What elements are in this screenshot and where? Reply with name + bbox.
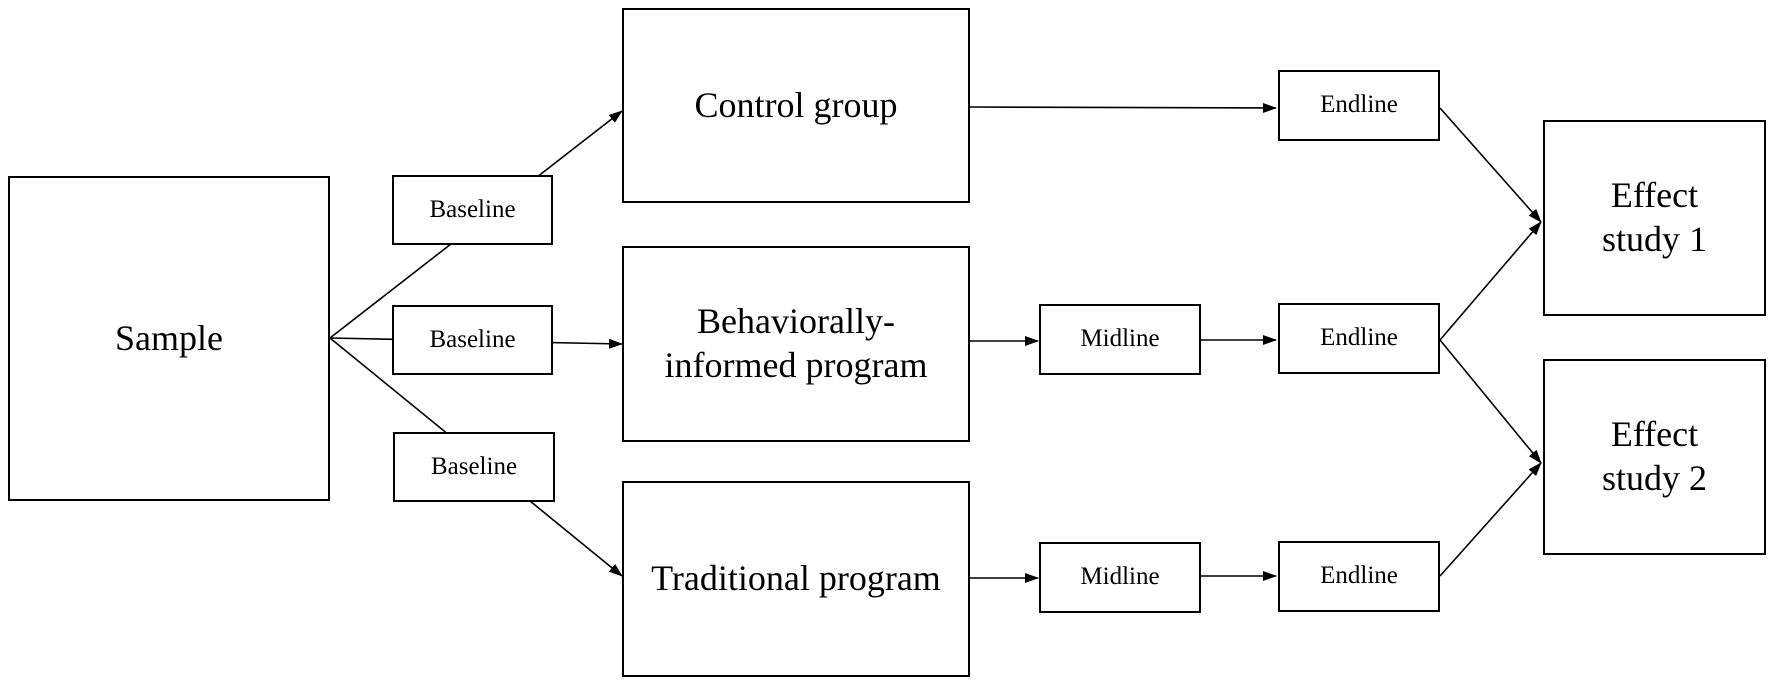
edge-endline-control-to-effect1 <box>1439 107 1542 223</box>
node-endline-control: Endline <box>1278 70 1440 141</box>
node-endline-behavioral: Endline <box>1278 303 1440 374</box>
node-behavioral-program: Behaviorally- informed program <box>622 246 970 442</box>
node-baseline-control: Baseline <box>392 175 553 245</box>
edge-endline-behavioral-to-effect2 <box>1439 339 1542 464</box>
node-effect-study-1: Effect study 1 <box>1543 120 1766 316</box>
node-control-group: Control group <box>622 8 970 203</box>
edge-endline-traditional-to-effect2 <box>1439 462 1542 577</box>
node-baseline-behavioral: Baseline <box>392 305 553 375</box>
edge-control-to-endline <box>969 102 1277 113</box>
node-midline-behavioral: Midline <box>1039 304 1201 375</box>
edge-endline-behavioral-to-effect1 <box>1439 221 1542 341</box>
node-traditional-program: Traditional program <box>622 481 970 677</box>
node-endline-traditional: Endline <box>1278 541 1440 612</box>
node-effect-study-2: Effect study 2 <box>1543 359 1766 555</box>
node-sample: Sample <box>8 176 330 501</box>
node-midline-traditional: Midline <box>1039 542 1201 613</box>
node-baseline-traditional: Baseline <box>393 432 555 502</box>
